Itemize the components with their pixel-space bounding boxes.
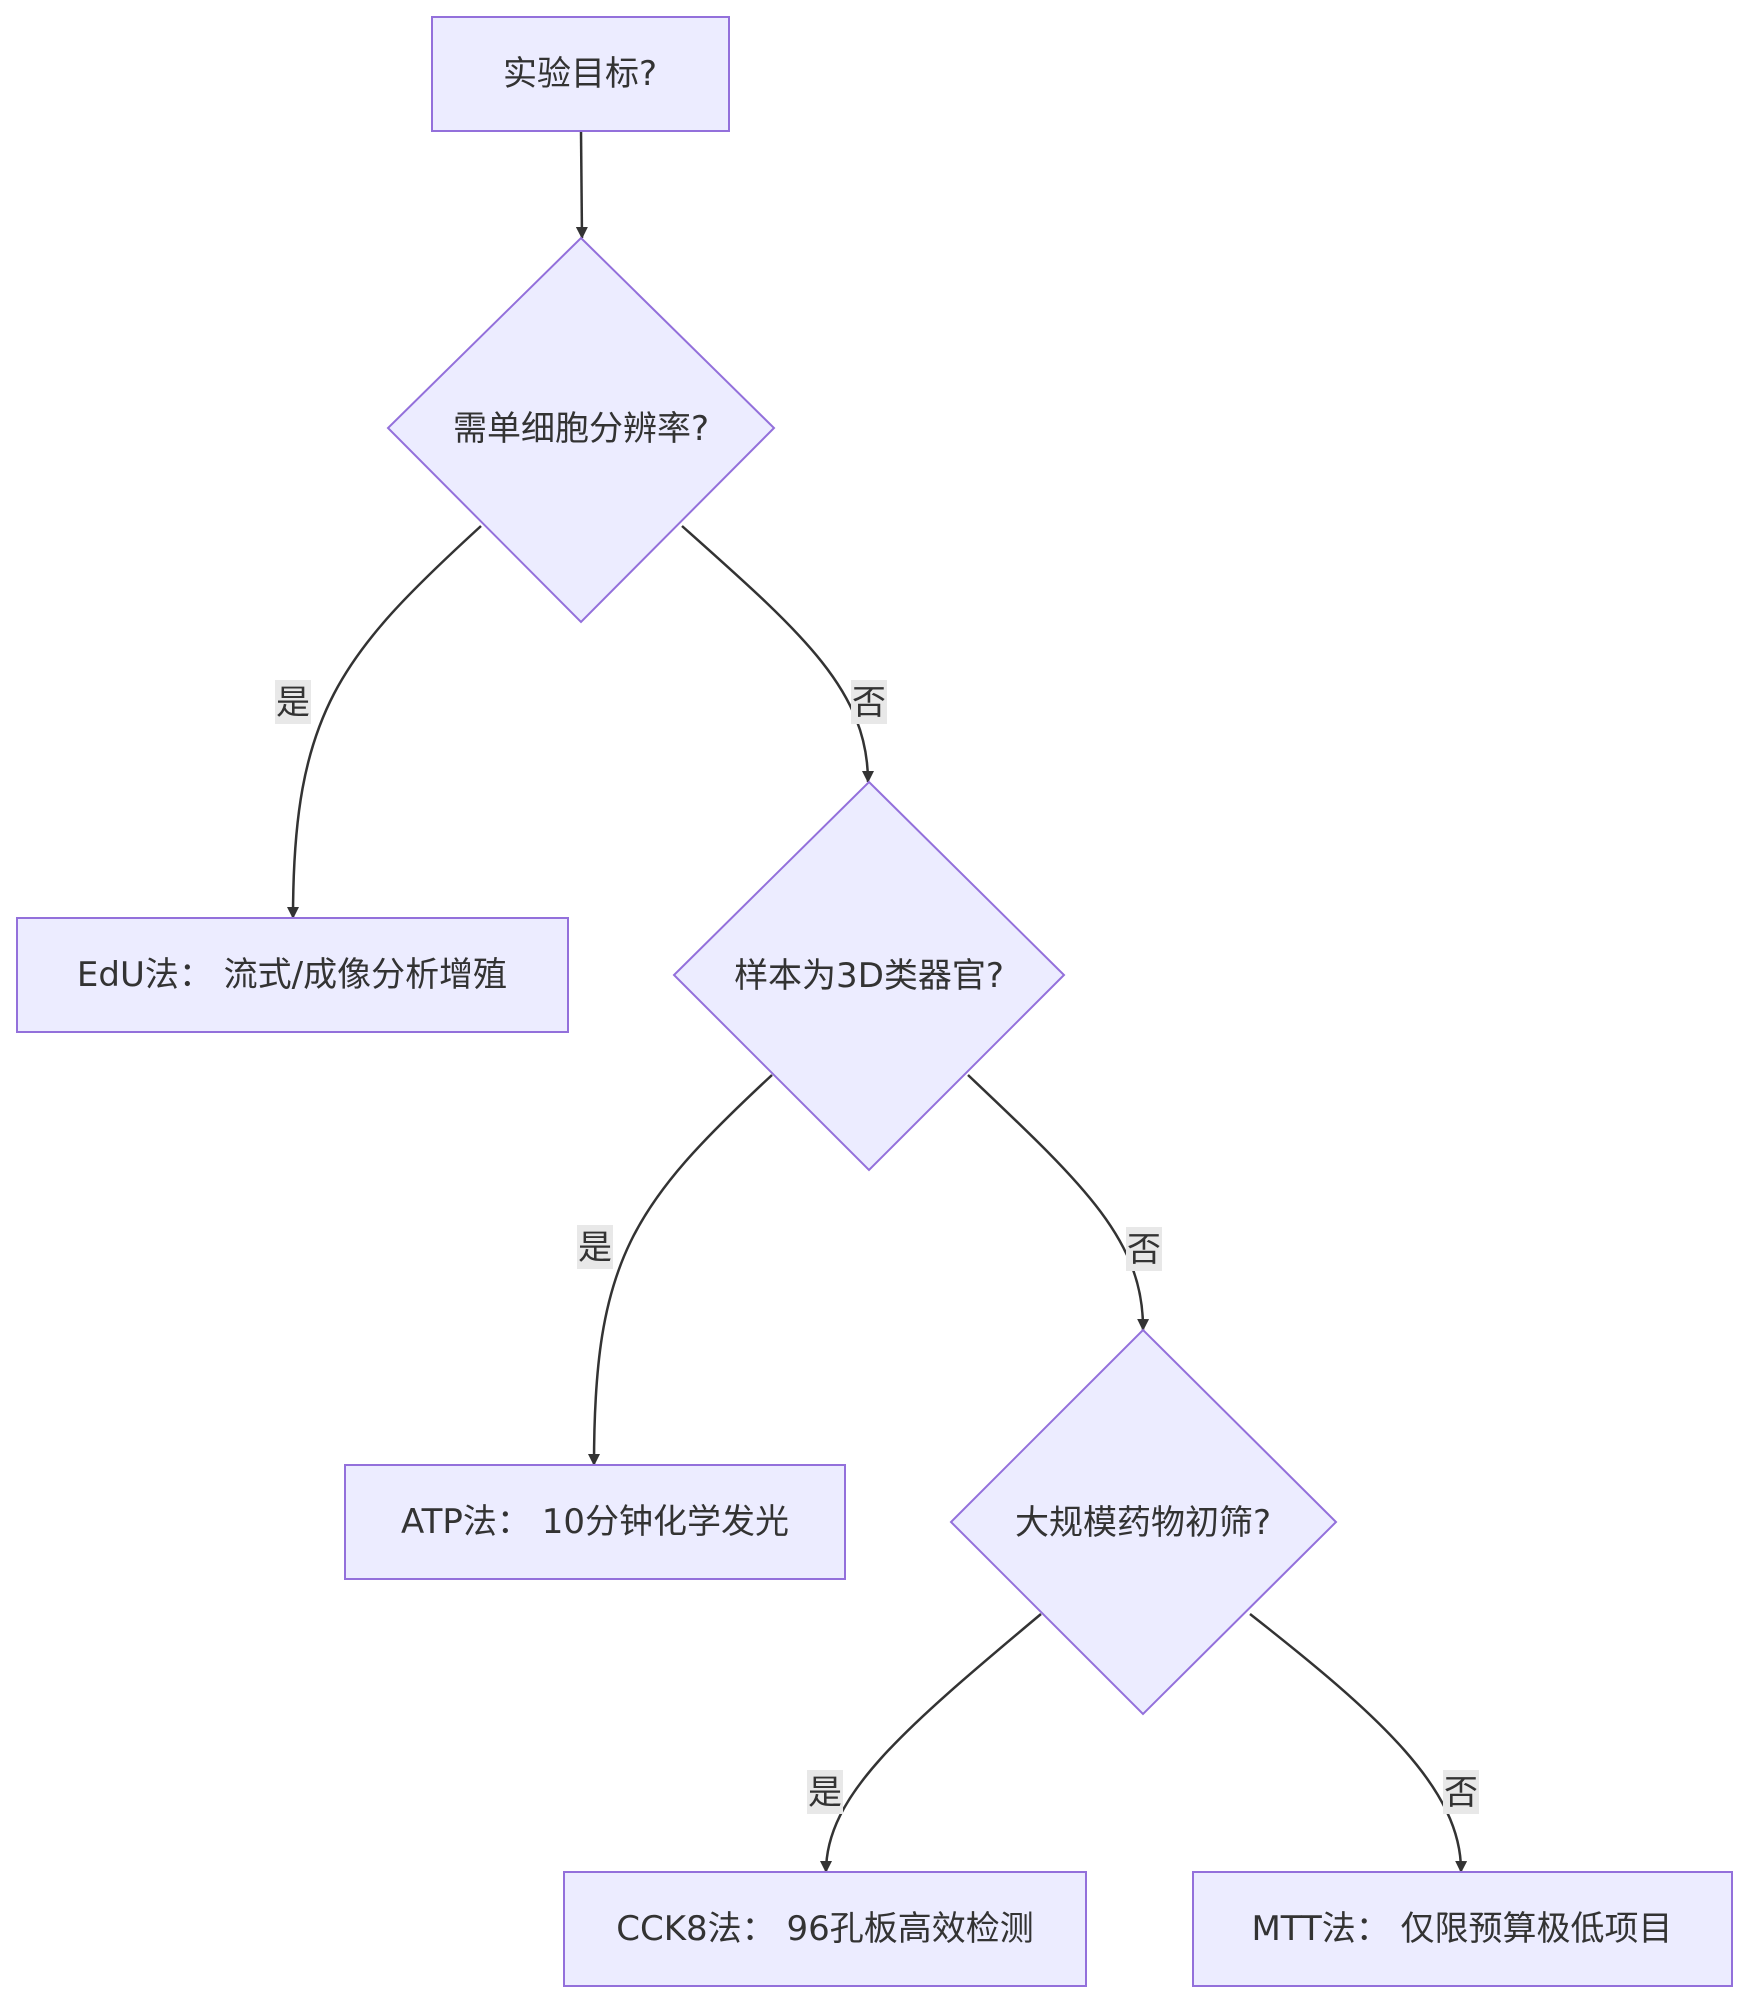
svg-text:MTT法： 仅限预算极低项目: MTT法： 仅限预算极低项目: [1251, 1909, 1672, 1949]
node-cck8: CCK8法： 96孔板高效检测: [563, 1871, 1087, 1987]
edge-single-cell-to-edu: [287, 525, 482, 919]
node-screening-decision: 大规模药物初筛?: [949, 1328, 1338, 1716]
node-start: 实验目标?: [431, 16, 730, 132]
edge-labels: 是 否 是 否 是 否: [275, 680, 1479, 1814]
edge-label-yes-2: 是: [577, 1225, 613, 1269]
nodes: 实验目标? 需单细胞分辨率? EdU法： 流式/成像分析增殖 样本为3D类器官?…: [16, 16, 1733, 1987]
node-atp: ATP法： 10分钟化学发光: [344, 1464, 846, 1580]
svg-text:需单细胞分辨率?: 需单细胞分辨率?: [453, 409, 709, 449]
edge-label-no-2: 否: [1126, 1227, 1162, 1271]
node-edu: EdU法： 流式/成像分析增殖: [16, 917, 569, 1033]
svg-text:CCK8法： 96孔板高效检测: CCK8法： 96孔板高效检测: [616, 1909, 1033, 1949]
svg-text:样本为3D类器官?: 样本为3D类器官?: [734, 956, 1004, 996]
edge-label-no-1: 否: [851, 680, 887, 724]
edge-organoid-to-atp: [588, 1074, 773, 1466]
svg-text:否: 否: [852, 683, 886, 723]
svg-text:否: 否: [1444, 1773, 1478, 1813]
edge-screening-to-cck8: [820, 1613, 1042, 1873]
svg-text:是: 是: [578, 1228, 612, 1268]
svg-text:ATP法： 10分钟化学发光: ATP法： 10分钟化学发光: [401, 1502, 789, 1542]
svg-text:是: 是: [276, 683, 310, 723]
svg-text:是: 是: [808, 1773, 842, 1813]
edge-organoid-to-screening: [967, 1074, 1150, 1331]
edge-label-no-3: 否: [1443, 1770, 1479, 1814]
edge-start-to-single-cell: [575, 130, 588, 239]
edge-label-yes-3: 是: [807, 1770, 843, 1814]
edge-single-cell-to-organoid: [681, 525, 874, 783]
svg-text:大规模药物初筛?: 大规模药物初筛?: [1015, 1503, 1271, 1543]
edge-screening-to-mtt: [1249, 1613, 1468, 1873]
edge-label-yes-1: 是: [275, 680, 311, 724]
svg-text:否: 否: [1127, 1230, 1161, 1270]
node-mtt: MTT法： 仅限预算极低项目: [1192, 1871, 1733, 1987]
edges: [287, 130, 1468, 1873]
svg-text:实验目标?: 实验目标?: [503, 54, 657, 94]
svg-text:EdU法： 流式/成像分析增殖: EdU法： 流式/成像分析增殖: [77, 955, 507, 995]
node-organoid-decision: 样本为3D类器官?: [672, 780, 1066, 1172]
node-single-cell-decision: 需单细胞分辨率?: [386, 236, 776, 624]
